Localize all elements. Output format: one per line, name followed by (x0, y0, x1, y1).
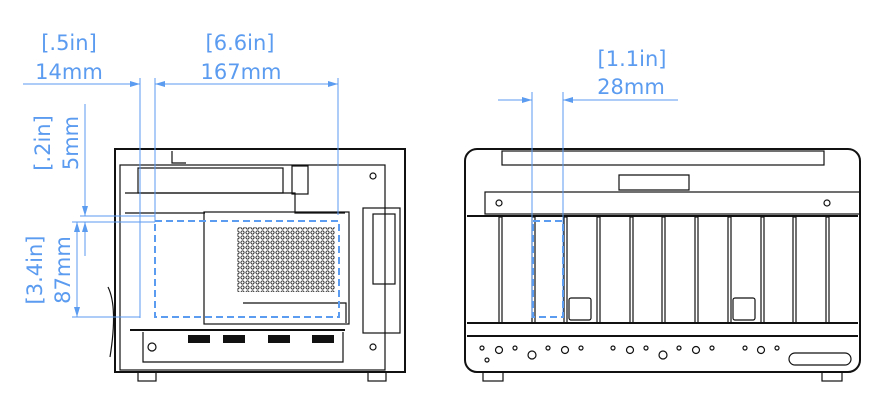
top-gap-dim-mm: 5mm (59, 116, 83, 170)
slot-divider (661, 216, 666, 324)
side-view-enclosure (107, 148, 406, 382)
front-panel-holes (479, 345, 780, 363)
panel-hole (756, 345, 766, 355)
panel-hole (578, 345, 584, 351)
panel-hole (494, 345, 504, 355)
front-view-enclosure (464, 148, 861, 382)
connector-row (147, 335, 334, 352)
slot-divider (825, 216, 830, 324)
panel-hole (676, 345, 682, 351)
panel-hole (709, 345, 715, 351)
drive-slots (498, 216, 830, 324)
panel-hole (545, 345, 551, 351)
panel-hole (774, 345, 780, 351)
height-dim-inches: [3.4in] (23, 236, 47, 305)
panel-hole (742, 345, 748, 351)
width-dim-inches: [6.6in] (206, 31, 275, 55)
panel-hole (484, 357, 490, 363)
slot-divider (760, 216, 765, 324)
panel-hole (658, 350, 668, 360)
offset-dim-mm: 14mm (35, 60, 103, 84)
slot-divider (694, 216, 699, 324)
front-view-dimensions: [1.1in] 28mm (498, 47, 678, 318)
panel-hole (643, 345, 649, 351)
panel-hole (625, 345, 635, 355)
height-dim-mm: 87mm (51, 236, 75, 304)
slot-divider (629, 216, 634, 324)
panel-hole (560, 345, 570, 355)
slot-tab (732, 297, 756, 321)
panel-hole (691, 345, 701, 355)
slot-dim-inches: [1.1in] (598, 47, 667, 71)
panel-hole (610, 345, 616, 351)
side-view-dimensions: [.5in] 14mm [6.6in] 167mm [.2in] 5mm [3.… (23, 31, 340, 318)
latch-handle (107, 286, 115, 358)
slot-divider (563, 216, 568, 324)
width-dim-mm: 167mm (201, 60, 282, 84)
slot-divider (792, 216, 797, 324)
panel-hole (479, 345, 485, 351)
vent-grid (237, 227, 335, 292)
slot-divider (498, 216, 503, 324)
panel-hole (527, 350, 537, 360)
slot-tab (568, 297, 592, 321)
slot-divider (596, 216, 601, 324)
top-gap-dim-inches: [.2in] (31, 115, 55, 171)
panel-hole (512, 345, 518, 351)
slot-divider (727, 216, 732, 324)
offset-dim-inches: [.5in] (41, 31, 97, 55)
brand-logo-plate (788, 352, 852, 366)
slot-dim-mm: 28mm (597, 75, 665, 99)
